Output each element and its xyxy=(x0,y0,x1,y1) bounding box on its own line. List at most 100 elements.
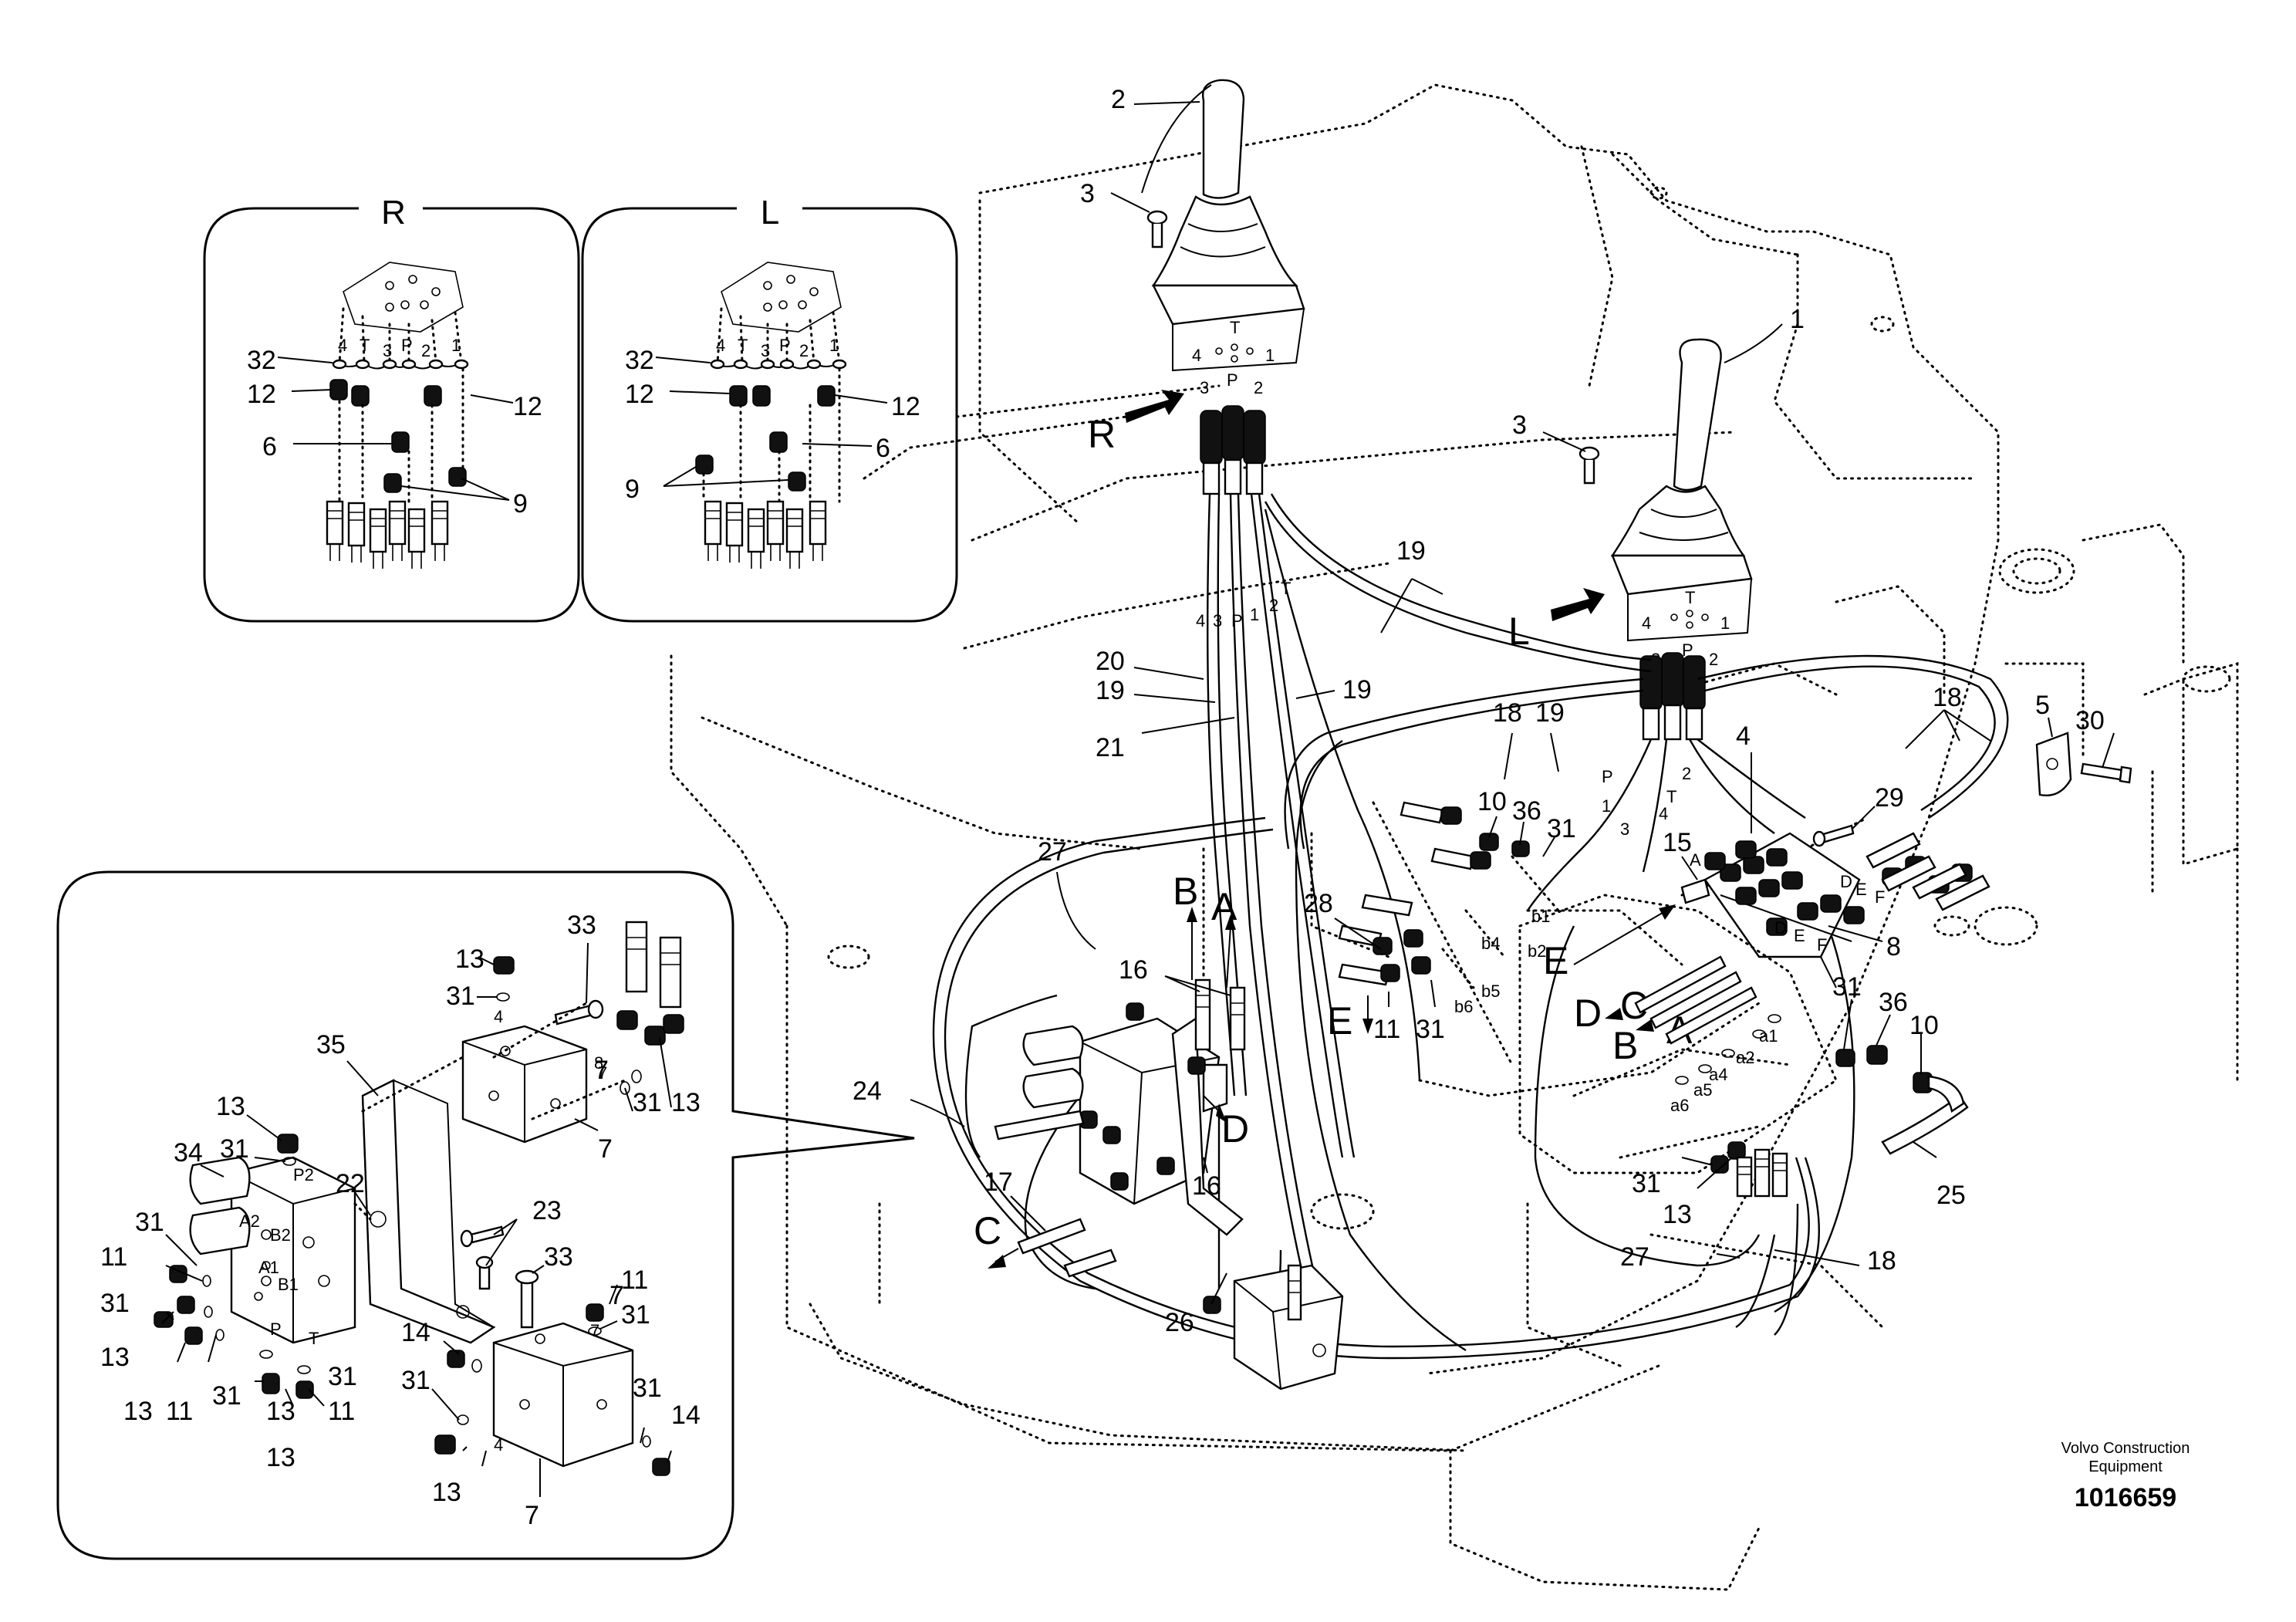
svg-text:E: E xyxy=(1327,999,1352,1042)
bolt-icon xyxy=(1812,824,1855,847)
callout-4: 4 xyxy=(1736,721,1751,751)
callout-31: 31 xyxy=(328,1362,357,1391)
callout-24: 24 xyxy=(853,1076,882,1106)
port-label: 4 xyxy=(338,336,347,355)
port-label: a5 xyxy=(1693,1080,1712,1100)
svg-text:C: C xyxy=(974,1209,1001,1252)
callout-6: 6 xyxy=(262,432,277,461)
company-name: Volvo Construction xyxy=(2061,1440,2190,1457)
svg-text:2: 2 xyxy=(1682,764,1691,783)
main-callouts: 19 20 19 21 19 18 19 18 4 29 10 36 31 15… xyxy=(853,536,1991,1337)
port-label: a2 xyxy=(1736,1048,1754,1067)
svg-text:P: P xyxy=(1231,611,1243,630)
callout-26: 26 xyxy=(1165,1308,1194,1337)
callout-31: 31 xyxy=(401,1366,430,1395)
port-label: P xyxy=(1227,370,1238,390)
svg-text:D: D xyxy=(1221,1107,1249,1151)
callout-34: 34 xyxy=(174,1138,203,1168)
center-fittings: b1 b2 b4 b5 b6 a1 a2 a4 a5 a6 xyxy=(1338,801,1969,1198)
callout-13: 13 xyxy=(123,1397,153,1426)
callout-19: 19 xyxy=(1396,536,1426,566)
svg-text:3: 3 xyxy=(1620,819,1629,839)
flow-direction-letters: B A E E D C A B C D xyxy=(974,870,1757,1252)
svg-text:D: D xyxy=(1574,992,1602,1035)
callout-27: 27 xyxy=(1620,1242,1649,1272)
callout-31: 31 xyxy=(446,982,475,1011)
callout-31: 31 xyxy=(1416,1015,1445,1044)
svg-text:1: 1 xyxy=(1602,796,1611,816)
svg-text:B: B xyxy=(1612,1024,1638,1067)
port-label: 3 xyxy=(761,341,770,360)
svg-text:4: 4 xyxy=(1196,611,1205,630)
port-label: T xyxy=(1230,318,1240,337)
callout-7: 7 xyxy=(525,1501,539,1530)
port-label: a4 xyxy=(1709,1065,1727,1084)
callout-20: 20 xyxy=(1096,647,1125,676)
callout-22: 22 xyxy=(336,1169,365,1198)
joystick-left: 4 T 1 3 P 2 1 3 xyxy=(1512,305,1805,741)
callout-12: 12 xyxy=(513,392,542,421)
callout-19: 19 xyxy=(1342,675,1372,705)
footer: Volvo Construction Equipment 1016659 xyxy=(2061,1440,2190,1512)
bracket-5: 5 30 xyxy=(2035,691,2132,796)
port-label: b6 xyxy=(1454,997,1473,1016)
port-label: 1 xyxy=(1720,613,1730,633)
hose-routing xyxy=(932,493,2009,1360)
callout-14: 14 xyxy=(671,1401,701,1430)
callout-31: 31 xyxy=(212,1381,241,1411)
callout-13: 13 xyxy=(432,1478,461,1507)
callout-11: 11 xyxy=(328,1397,355,1426)
port-label: 4 xyxy=(494,1007,503,1026)
callout-19: 19 xyxy=(1096,676,1125,705)
port-label: T xyxy=(738,336,748,355)
inset-panel-left: L 4 T 3 P 2 1 xyxy=(581,194,958,623)
callout-17: 17 xyxy=(984,1168,1013,1197)
port-label: B1 xyxy=(278,1275,299,1294)
port-label: P xyxy=(779,336,791,355)
port-label: E xyxy=(1855,880,1867,899)
callout-2: 2 xyxy=(1111,85,1126,114)
port-label: A xyxy=(1690,850,1701,870)
svg-text:1: 1 xyxy=(1250,605,1259,624)
callout-15: 15 xyxy=(1663,828,1692,857)
bolt-icon xyxy=(1146,210,1168,248)
callout-13: 13 xyxy=(216,1092,245,1121)
port-label: a1 xyxy=(1759,1026,1778,1046)
port-label: F xyxy=(1875,887,1885,907)
callout-29: 29 xyxy=(1875,783,1904,813)
port-label: F xyxy=(1817,935,1827,955)
solenoid-valve-block-24 xyxy=(988,907,1344,1391)
callout-33: 33 xyxy=(544,1242,573,1272)
callout-21: 21 xyxy=(1096,733,1125,762)
callout-10: 10 xyxy=(1477,787,1507,816)
port-label: P xyxy=(270,1320,282,1339)
svg-text:R: R xyxy=(1088,413,1116,456)
port-label: 7 xyxy=(590,1321,599,1340)
callout-7: 7 xyxy=(609,1281,624,1310)
port-label: 4 xyxy=(716,336,725,355)
svg-text:B: B xyxy=(1173,870,1198,913)
port-label: 3 xyxy=(383,341,392,360)
callout-18: 18 xyxy=(1867,1246,1896,1276)
elbow-fitting-icon xyxy=(1373,806,1530,982)
company-name-line2: Equipment xyxy=(2088,1458,2163,1475)
callout-31: 31 xyxy=(1632,1169,1661,1198)
callout-18: 18 xyxy=(1933,683,1962,712)
callout-13: 13 xyxy=(266,1397,295,1426)
svg-text:2: 2 xyxy=(1269,596,1278,615)
callout-7: 7 xyxy=(598,1134,613,1164)
callout-3: 3 xyxy=(1080,179,1095,208)
port-label: 4 xyxy=(1192,346,1201,365)
elbow-fitting-icon xyxy=(329,379,467,493)
port-label: b4 xyxy=(1481,934,1500,953)
inset-left-title: L xyxy=(761,194,779,231)
callout-28: 28 xyxy=(1304,889,1333,918)
hose-fitting-icon xyxy=(1639,652,1706,741)
port-label: 8 xyxy=(594,1053,603,1073)
port-label: 4 xyxy=(1642,613,1651,633)
callout-32: 32 xyxy=(247,346,276,375)
callout-10: 10 xyxy=(1909,1011,1939,1040)
detail-panel: P2 A2 B2 A1 B1 P T 4 8 4 7 7 xyxy=(56,870,915,1560)
port-label: D xyxy=(1840,872,1852,891)
